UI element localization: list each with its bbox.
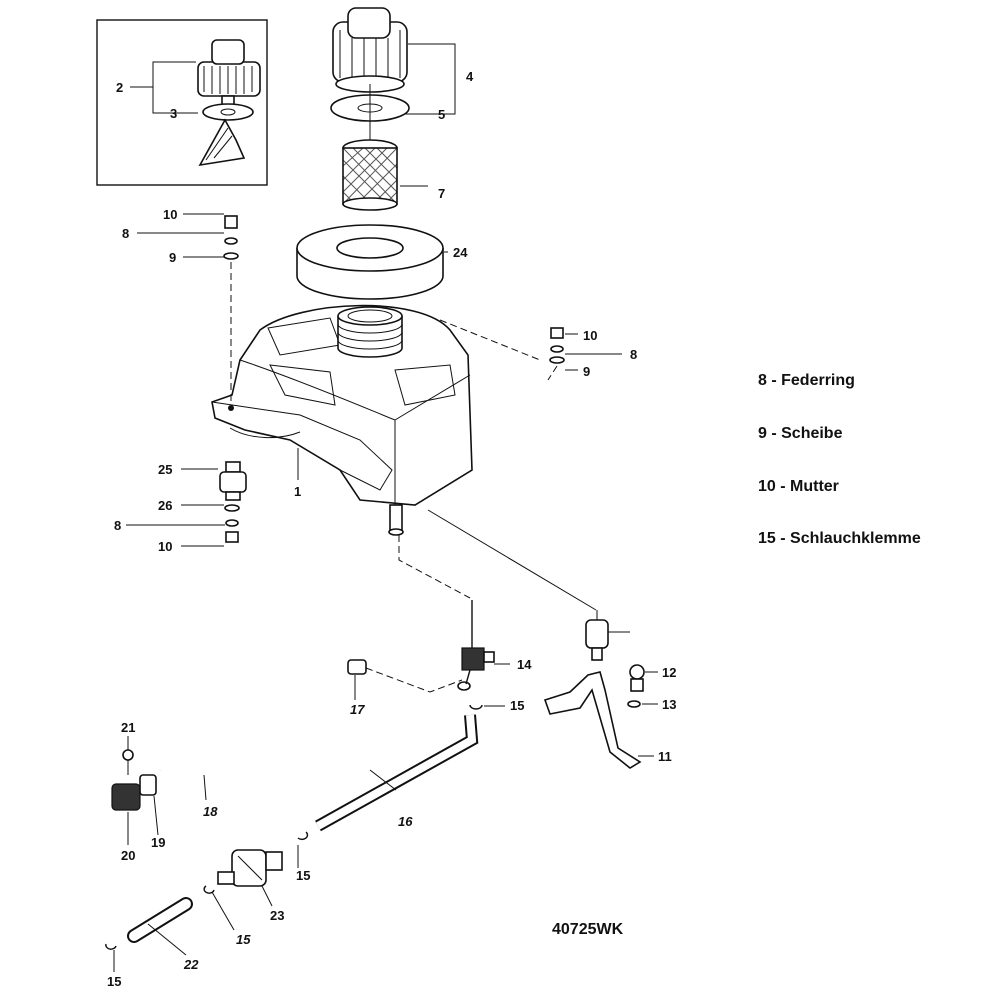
callout-8: 8 [122,226,129,241]
callout-9: 9 [583,364,590,379]
callout-15: 15 [510,698,524,713]
hardware-stack-left-top [223,215,239,411]
callout-15: 15 [296,868,310,883]
callout-7: 7 [438,186,445,201]
callout-16: 16 [398,814,413,829]
callout-numbers: 2 3 4 5 7 10 8 9 24 10 8 9 25 1 26 8 10 … [107,69,676,989]
legend-item-federring: 8 - Federring [758,372,855,389]
hose-22 [105,885,215,950]
assembly-lines [398,319,597,611]
hardware-stack-right [547,327,565,381]
hose-16 [297,704,483,841]
callout-10: 10 [583,328,597,343]
connector-20 [111,749,157,811]
callout-8: 8 [630,347,637,362]
callout-3: 3 [170,106,177,121]
callout-17: 17 [350,702,365,717]
mount-25-stack [219,461,247,543]
leader-lines [113,43,658,972]
callout-22: 22 [183,957,199,972]
callout-26: 26 [158,498,172,513]
callout-9: 9 [169,250,176,265]
callout-4: 4 [466,69,474,84]
legend-item-schlauchklemme: 15 - Schlauchklemme [758,530,921,547]
callout-15: 15 [107,974,121,989]
inset-alternate-cap [96,19,268,186]
callout-19: 19 [151,835,165,850]
callout-15: 15 [236,932,251,947]
callout-14: 14 [517,657,532,672]
callout-25: 25 [158,462,172,477]
filler-cap-assembly [330,7,410,211]
callout-12: 12 [662,665,676,680]
drawing-code: 40725WK [552,921,624,938]
callout-8: 8 [114,518,121,533]
fuel-tank-1 [211,304,473,536]
legend-item-mutter: 10 - Mutter [758,478,839,495]
callout-20: 20 [121,848,135,863]
callout-2: 2 [116,80,123,95]
legend-item-scheibe: 9 - Scheibe [758,425,843,442]
callout-13: 13 [662,697,676,712]
callout-18: 18 [203,804,218,819]
callout-5: 5 [438,107,445,122]
callout-23: 23 [270,908,284,923]
fuel-line-18 [158,659,463,773]
rubber-ring-24 [296,224,444,300]
callout-1: 1 [294,484,301,499]
callout-11: 11 [658,749,672,764]
callout-21: 21 [121,720,135,735]
fuel-valve-14 [457,600,495,691]
callout-24: 24 [453,245,468,260]
callout-10: 10 [163,207,177,222]
callout-10: 10 [158,539,172,554]
fuel-filter-23 [217,849,283,887]
bracket-11 [543,610,645,769]
